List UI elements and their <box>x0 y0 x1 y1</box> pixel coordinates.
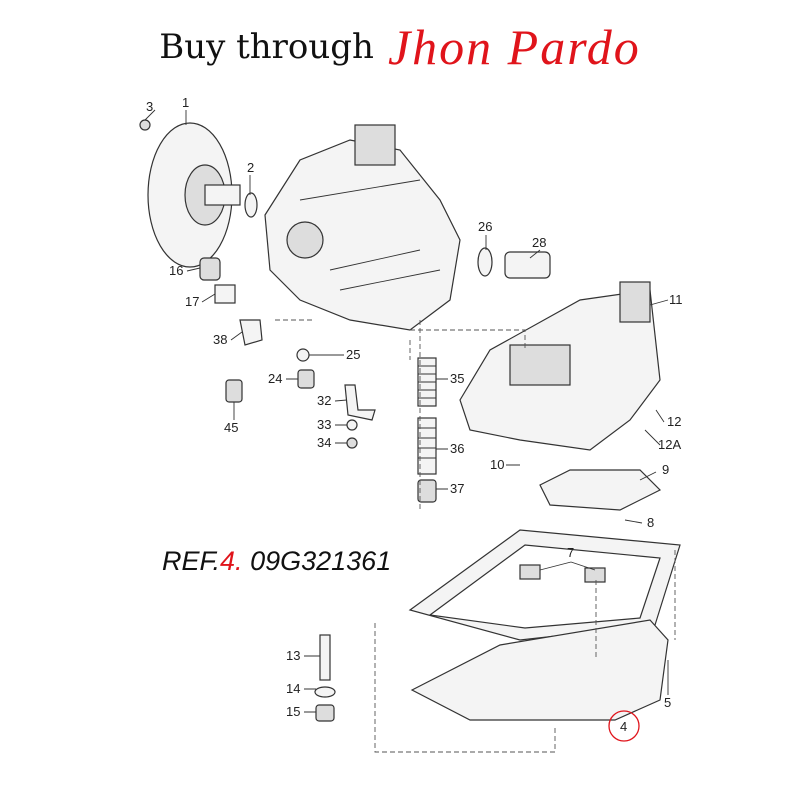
header-prefix: Buy through <box>159 27 374 67</box>
callout-45: 45 <box>224 420 238 435</box>
callout-24: 24 <box>268 371 282 386</box>
callout-16: 16 <box>169 263 183 278</box>
callout-35: 35 <box>450 371 464 386</box>
callout-17: 17 <box>185 294 199 309</box>
callout-14: 14 <box>286 681 300 696</box>
ref-number: 4. <box>220 546 243 576</box>
callout-7: 7 <box>567 545 574 560</box>
torque-converter <box>139 119 241 268</box>
callout-33: 33 <box>317 417 331 432</box>
seal-ring <box>244 192 258 218</box>
callout-2: 2 <box>247 160 254 175</box>
flange-28 <box>504 251 551 279</box>
callout-13: 13 <box>286 648 300 663</box>
header: Buy through Jhon Pardo <box>0 18 800 76</box>
reference-part-number: REF.4. 09G321361 <box>162 546 391 577</box>
callout-28: 28 <box>532 235 546 250</box>
callout-25: 25 <box>346 347 360 362</box>
callout-32: 32 <box>317 393 331 408</box>
seller-name: Jhon Pardo <box>387 19 641 75</box>
callout-37: 37 <box>450 481 464 496</box>
callout-4: 4 <box>620 719 627 734</box>
callout-15: 15 <box>286 704 300 719</box>
callout-36: 36 <box>450 441 464 456</box>
callout-38: 38 <box>213 332 227 347</box>
seal-26 <box>477 247 493 277</box>
gearbox-housing <box>264 124 461 331</box>
callout-8: 8 <box>647 515 654 530</box>
highlight-circle <box>608 710 640 742</box>
callout-9: 9 <box>662 462 669 477</box>
callout-34: 34 <box>317 435 331 450</box>
ref-label: REF. <box>162 546 221 576</box>
callout-12: 12 <box>667 414 681 429</box>
oil-pan <box>410 619 669 721</box>
callout-5: 5 <box>664 695 671 710</box>
callout-3: 3 <box>146 99 153 114</box>
callout-11: 11 <box>669 292 683 307</box>
valve-body <box>459 281 661 451</box>
callout-1: 1 <box>182 95 189 110</box>
part-number: 09G321361 <box>250 546 392 576</box>
callout-10: 10 <box>490 457 504 472</box>
callout-12a: 12A <box>658 437 681 452</box>
callout-26: 26 <box>478 219 492 234</box>
filter-9 <box>539 469 662 511</box>
